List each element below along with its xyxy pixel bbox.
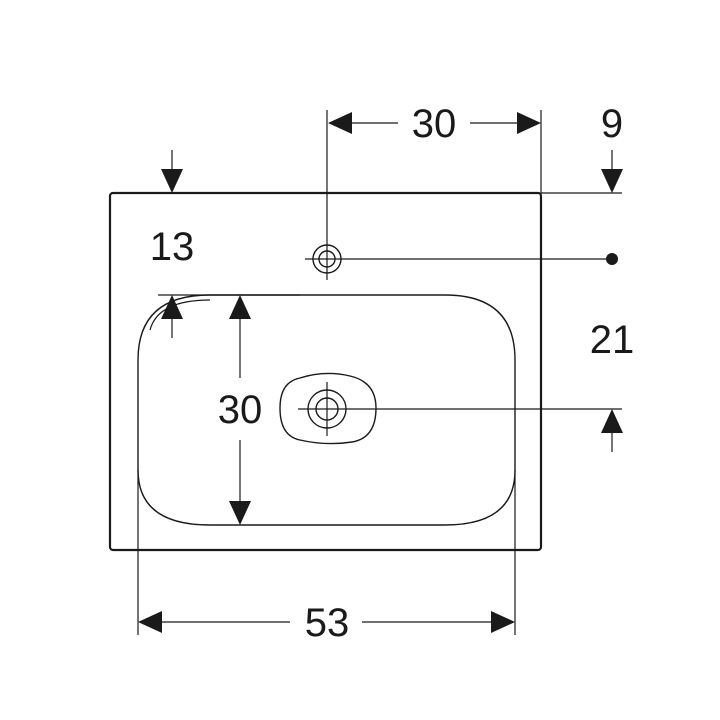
centerline-dot: [606, 253, 618, 265]
hole-depth-label: 13: [150, 225, 195, 269]
bottom-dim-arrow-left: [138, 611, 162, 633]
bottom-dim-arrow-right: [491, 611, 515, 633]
right-top-dim-arrow: [601, 169, 623, 193]
bowl-depth-arrow-bottom: [229, 501, 251, 525]
drain-surround: [279, 372, 377, 445]
left-top-dim-arrow: [161, 169, 183, 193]
right-top-dim-label: 9: [601, 102, 623, 146]
top-dim-label: 30: [412, 102, 457, 146]
left-bowl-dim-arrow: [161, 295, 183, 319]
bottom-dim-label: 53: [305, 601, 350, 645]
top-dim-arrow-right: [517, 112, 541, 134]
drain-depth-label: 21: [590, 318, 635, 362]
drain-depth-arrow: [601, 409, 623, 433]
bowl-depth-label: 30: [218, 388, 263, 432]
top-dim-arrow-left: [328, 112, 352, 134]
inner-bowl: [137, 294, 516, 526]
basin-outline: [108, 191, 543, 552]
bowl-depth-arrow-top: [229, 295, 251, 319]
